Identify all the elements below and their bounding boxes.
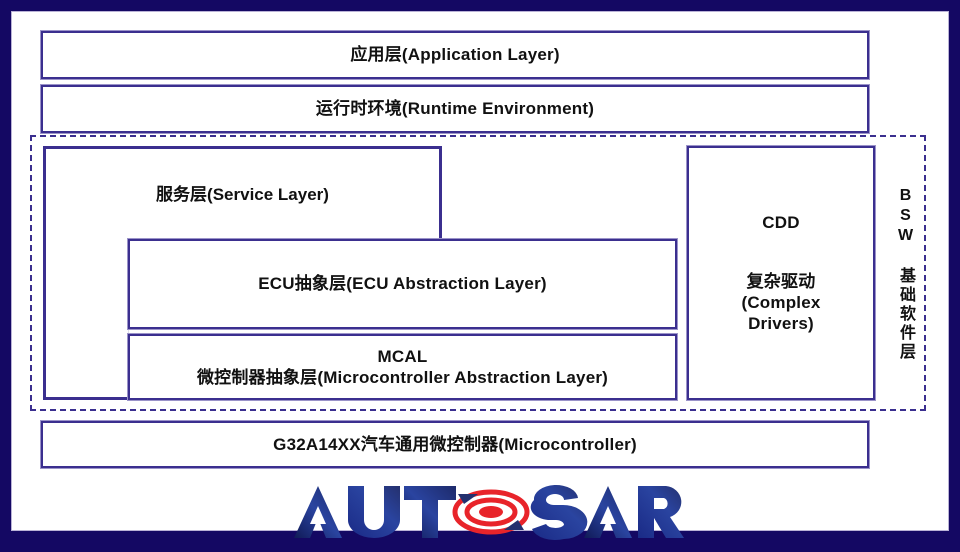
layer-application[interactable]: 应用层(Application Layer) xyxy=(40,30,870,80)
logo-letter-r xyxy=(638,486,684,538)
logo-letter-a2 xyxy=(584,486,632,538)
bsw-vertical-label: BSW 基础软件层 xyxy=(897,187,914,362)
layer-cdd-description: 复杂驱动 (Complex Drivers) xyxy=(741,271,821,334)
autosar-logo xyxy=(288,480,688,542)
bsw-dashed-container xyxy=(30,135,926,411)
logo-letter-a xyxy=(294,486,342,538)
logo-letter-s xyxy=(530,484,588,541)
layer-ecu-abstraction-label: ECU抽象层(ECU Abstraction Layer) xyxy=(258,274,547,294)
layer-application-label: 应用层(Application Layer) xyxy=(350,45,560,65)
logo-letter-t xyxy=(404,486,456,538)
diagram-canvas: 应用层(Application Layer) 运行时环境(Runtime Env… xyxy=(11,11,949,541)
layer-ecu-abstraction[interactable]: ECU抽象层(ECU Abstraction Layer) xyxy=(127,238,678,330)
layer-microcontroller[interactable]: G32A14XX汽车通用微控制器(Microcontroller) xyxy=(40,420,870,469)
logo-o-mark xyxy=(452,489,530,535)
layer-cdd[interactable]: CDD 复杂驱动 (Complex Drivers) xyxy=(686,145,876,401)
layer-microcontroller-label: G32A14XX汽车通用微控制器(Microcontroller) xyxy=(273,434,637,454)
layer-cdd-title: CDD xyxy=(762,212,800,232)
layer-mcal[interactable]: MCAL 微控制器抽象层(Microcontroller Abstraction… xyxy=(127,333,678,401)
autosar-logo-svg xyxy=(294,484,684,541)
layer-rte-label: 运行时环境(Runtime Environment) xyxy=(315,99,595,119)
layer-runtime-environment[interactable]: 运行时环境(Runtime Environment) xyxy=(40,84,870,134)
logo-letter-u xyxy=(348,486,400,538)
layer-mcal-label: MCAL 微控制器抽象层(Microcontroller Abstraction… xyxy=(196,346,609,387)
